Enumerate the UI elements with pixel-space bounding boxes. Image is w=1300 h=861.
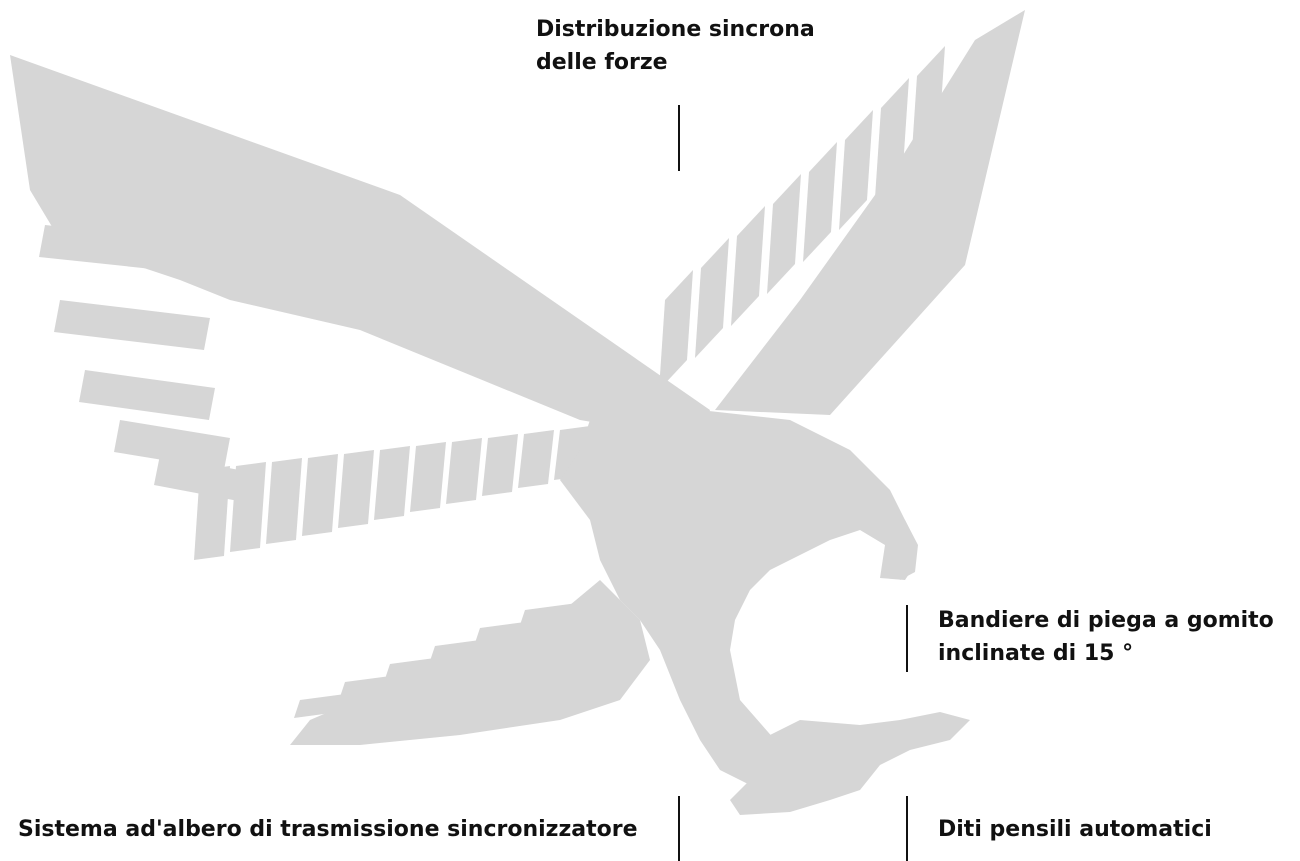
leader-line-top bbox=[678, 105, 680, 171]
feather-slat bbox=[374, 446, 410, 520]
leader-line-right bbox=[906, 605, 908, 672]
feather-slat bbox=[79, 370, 215, 420]
label-right-line1: Bandiere di piega a gomito bbox=[938, 604, 1274, 637]
feather-slat bbox=[518, 430, 554, 488]
leader-line-bottom-right bbox=[906, 796, 908, 861]
label-top-line1: Distribuzione sincrona bbox=[536, 13, 815, 46]
feather-slat bbox=[230, 462, 266, 552]
eagle-talons bbox=[730, 712, 970, 815]
feather-slat bbox=[731, 206, 765, 326]
label-bottom-right-text: Diti pensili automatici bbox=[938, 813, 1212, 846]
feather-slat bbox=[302, 454, 338, 536]
label-top-line2: delle forze bbox=[536, 46, 815, 79]
feather-slat bbox=[482, 434, 518, 496]
feather-slat bbox=[338, 450, 374, 528]
feather-slat bbox=[194, 466, 230, 560]
label-top: Distribuzione sincrona delle forze bbox=[536, 13, 815, 79]
feather-slat bbox=[410, 442, 446, 512]
leader-line-bottom-left bbox=[678, 796, 680, 861]
label-bottom-left: Sistema ad'albero di trasmissione sincro… bbox=[18, 813, 638, 846]
feather-slat bbox=[803, 142, 837, 262]
feather-slat bbox=[695, 238, 729, 358]
label-right-line2: inclinate di 15 ° bbox=[938, 637, 1274, 670]
label-bottom-left-text: Sistema ad'albero di trasmissione sincro… bbox=[18, 813, 638, 846]
feather-slat bbox=[54, 300, 210, 350]
feather-slat bbox=[767, 174, 801, 294]
feather-slat bbox=[446, 438, 482, 504]
label-bottom-right: Diti pensili automatici bbox=[938, 813, 1212, 846]
label-right: Bandiere di piega a gomito inclinate di … bbox=[938, 604, 1274, 670]
feather-slat bbox=[659, 270, 693, 390]
feather-slat bbox=[266, 458, 302, 544]
